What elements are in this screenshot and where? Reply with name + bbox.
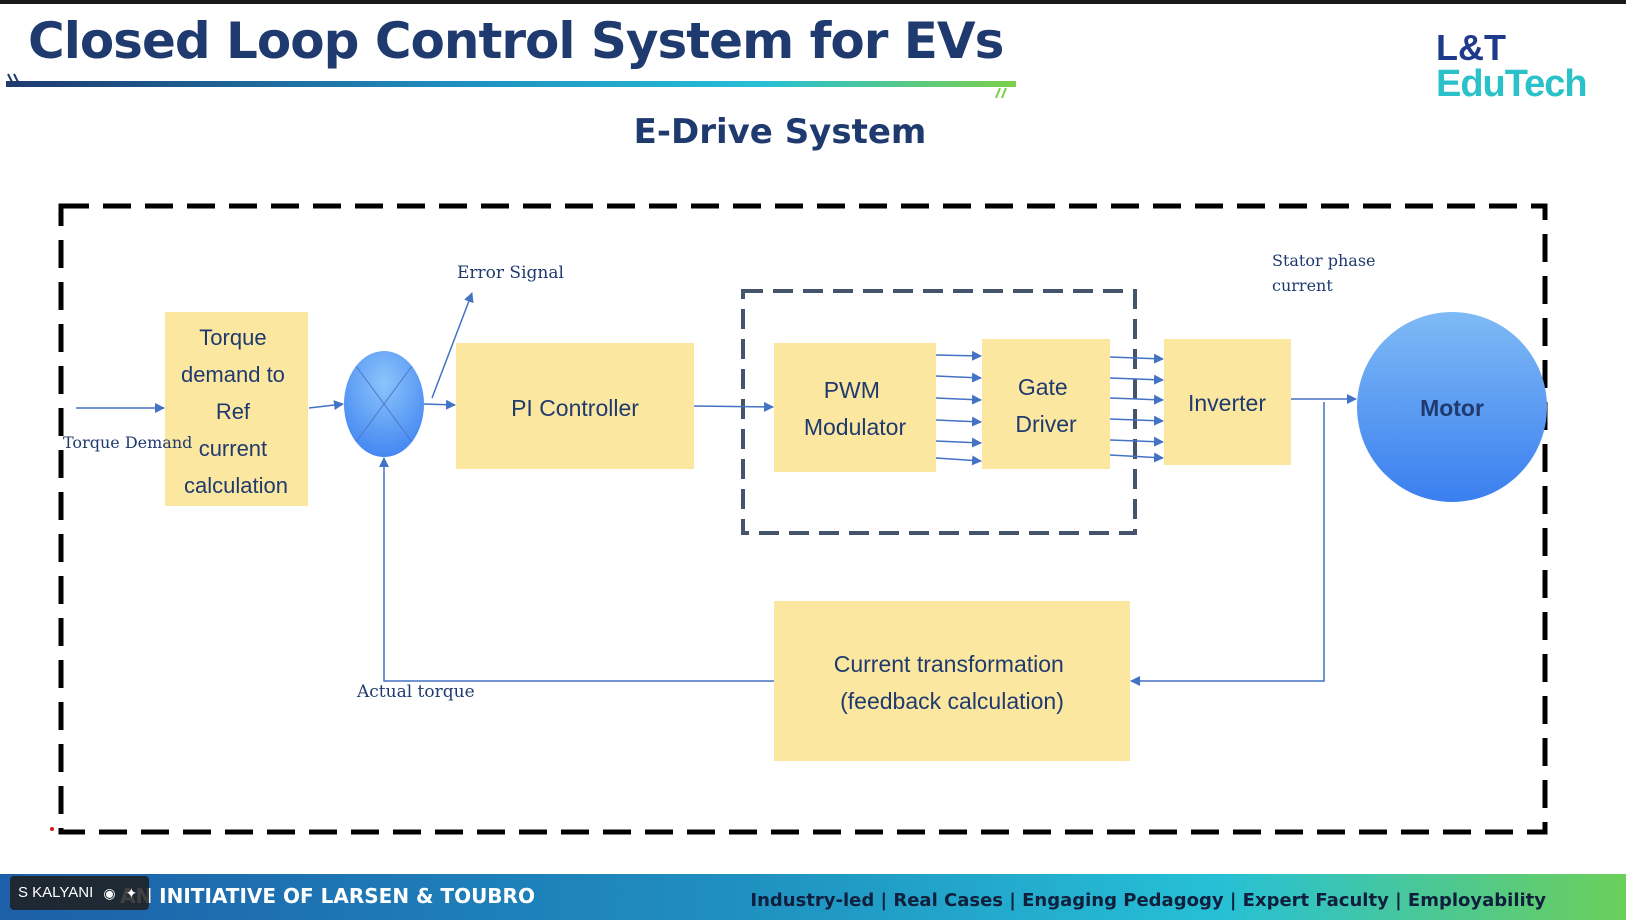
top-strip — [0, 0, 1626, 4]
gate-inverter-arrow-6 — [1109, 452, 1164, 463]
e-drive-diagram: Torque demand to Ref current calculation… — [50, 203, 1548, 835]
inverter-text: Inverter — [1188, 390, 1266, 416]
presenter-mic-icon[interactable]: ◉ — [103, 885, 116, 901]
torque-ref-block — [165, 312, 308, 506]
gate-inverter-arrow-3 — [1109, 394, 1164, 405]
laser-dot — [50, 827, 54, 831]
presenter-tag[interactable]: S KALYANI ◉ ✦ — [10, 876, 150, 910]
actual-torque-label: Actual torque — [356, 682, 475, 702]
footer-tagline: Industry-led | Real Cases | Engaging Ped… — [750, 890, 1546, 911]
torque-to-sum-arrow — [308, 400, 344, 411]
error-signal-arrow — [431, 292, 474, 399]
pwm-modulator-block — [774, 343, 936, 472]
presenter-pin-icon[interactable]: ✦ — [125, 885, 138, 901]
diagram-subtitle: E-Drive System — [633, 112, 927, 152]
torque-ref-text: Torque demand to Ref current calculation — [181, 325, 291, 498]
torque-demand-label: Torque Demand — [63, 433, 192, 452]
footer-initiative: AN INITIATIVE OF LARSEN & TOUBRO — [120, 884, 535, 908]
gate-driver-block — [982, 339, 1110, 469]
footer-bar: AN INITIATIVE OF LARSEN & TOUBRO Industr… — [0, 874, 1626, 920]
logo-line1: L&T — [1436, 27, 1506, 68]
feedback-text: Current transformation (feedback calcula… — [834, 651, 1070, 714]
gate-inverter-arrow-5 — [1109, 436, 1164, 447]
pwm-gate-arrow-4 — [935, 416, 982, 427]
title-underline — [6, 73, 1016, 99]
pwm-gate-arrow-6 — [935, 455, 982, 466]
pi-controller-block — [456, 343, 694, 469]
slide-title: Closed Loop Control System for EVs — [28, 12, 1004, 70]
gate-inverter-arrow-2 — [1109, 374, 1164, 385]
gate-driver-text: Gate Driver — [1015, 374, 1077, 437]
actual-torque-feedback-line — [379, 457, 774, 682]
logo-line2: EduTech — [1436, 63, 1588, 105]
inverter-block — [1164, 339, 1291, 465]
pwm-gate-arrow-3 — [935, 394, 982, 405]
pwm-modulator-text: PWM Modulator — [804, 377, 907, 440]
summing-cross-b — [355, 365, 413, 443]
stator-current-feedback-line — [1130, 402, 1325, 686]
stator-current-label: Stator phase current — [1272, 251, 1381, 295]
pwm-gate-arrow-5 — [935, 437, 982, 448]
sum-to-pi-arrow — [423, 399, 456, 410]
pi-to-pwm-arrow — [693, 401, 774, 412]
pi-controller-text: PI Controller — [511, 395, 639, 421]
pwm-gate-arrow-1 — [935, 350, 982, 361]
presenter-name: S KALYANI — [18, 884, 94, 901]
motor-text: Motor — [1420, 395, 1484, 421]
motor-circle — [1357, 312, 1547, 502]
error-signal-label: Error Signal — [457, 263, 564, 283]
feedback-block — [774, 601, 1130, 761]
system-boundary — [58, 203, 1548, 835]
gate-inverter-arrow-4 — [1109, 415, 1164, 426]
gate-inverter-arrow-1 — [1109, 353, 1164, 364]
converter-boundary — [741, 289, 1137, 535]
pwm-gate-arrow-2 — [935, 372, 982, 383]
lt-edutech-logo: L&T EduTech — [1436, 27, 1588, 105]
